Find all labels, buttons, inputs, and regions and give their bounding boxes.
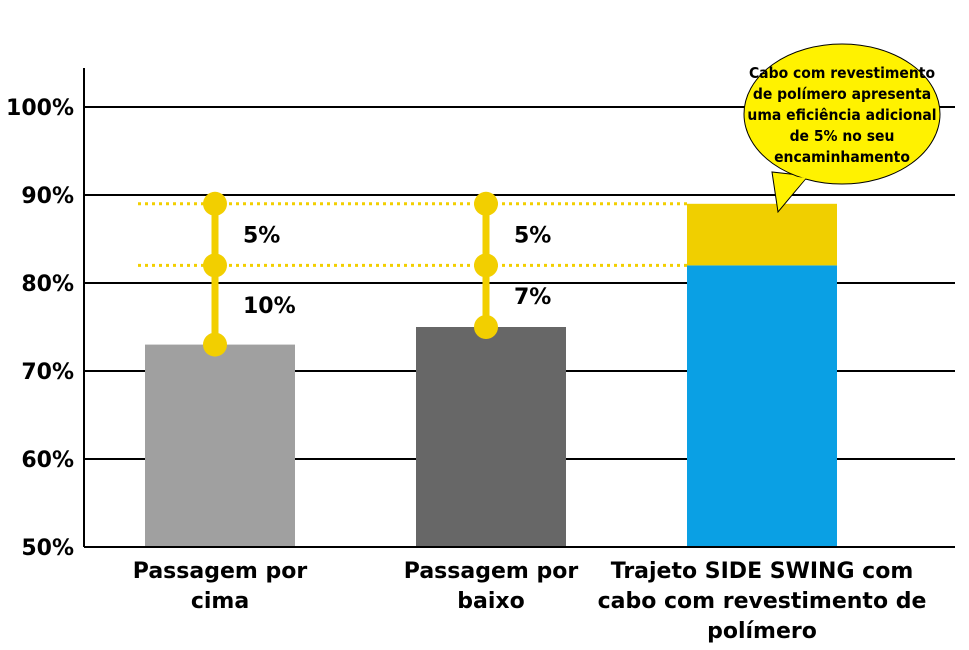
- callout-bubble: [743, 43, 941, 185]
- callout-line: encaminhamento: [774, 148, 910, 166]
- y-tick-label: 90%: [21, 184, 74, 209]
- y-tick-label: 70%: [21, 360, 74, 385]
- category-label: cima: [191, 589, 249, 614]
- category-label: Passagem por: [133, 559, 308, 584]
- category-label: polímero: [707, 619, 817, 644]
- gap-markers: 5% 10% 5% 7%: [203, 191, 551, 357]
- gap-marker-dot: [474, 315, 498, 339]
- gap-marker-dot: [203, 253, 227, 278]
- gap-marker-dot: [203, 191, 227, 216]
- gap-marker-dot: [474, 253, 498, 278]
- gap-lower-label: 7%: [514, 285, 551, 310]
- gap-marker-dot: [203, 332, 227, 357]
- category-label: cabo com revestimento de: [598, 589, 927, 614]
- callout-line: uma eficiência adicional: [747, 106, 936, 124]
- gap-upper-label: 5%: [243, 224, 280, 249]
- y-tick-labels: 50% 60% 70% 80% 90% 100%: [6, 96, 74, 561]
- y-tick-label: 50%: [21, 536, 74, 561]
- bar-stack-top: [687, 203, 837, 266]
- y-tick-label: 60%: [21, 448, 74, 473]
- bar: [687, 265, 837, 547]
- category-label: Passagem por: [404, 559, 579, 584]
- gap-lower-label: 10%: [243, 294, 296, 319]
- y-tick-label: 80%: [21, 272, 74, 297]
- bar: [145, 344, 295, 547]
- category-label: Trajeto SIDE SWING com: [611, 559, 914, 584]
- reference-lines: [138, 202, 688, 267]
- category-label: baixo: [457, 589, 524, 614]
- gap-marker-dot: [474, 191, 498, 216]
- callout-line: Cabo com revestimento: [749, 64, 935, 82]
- gap-upper-label: 5%: [514, 224, 551, 249]
- callout-line: de polímero apresenta: [753, 85, 931, 103]
- callout-tail-fill: [774, 174, 806, 208]
- callout-line: de 5% no seu: [790, 127, 895, 145]
- category-labels: Passagem por cima Passagem por baixo Trajeto…: [133, 559, 927, 644]
- bars: [145, 203, 837, 547]
- bar: [416, 327, 566, 547]
- callout: Cabo com revestimento de polímero apresen…: [743, 43, 941, 214]
- y-tick-label: 100%: [6, 96, 74, 121]
